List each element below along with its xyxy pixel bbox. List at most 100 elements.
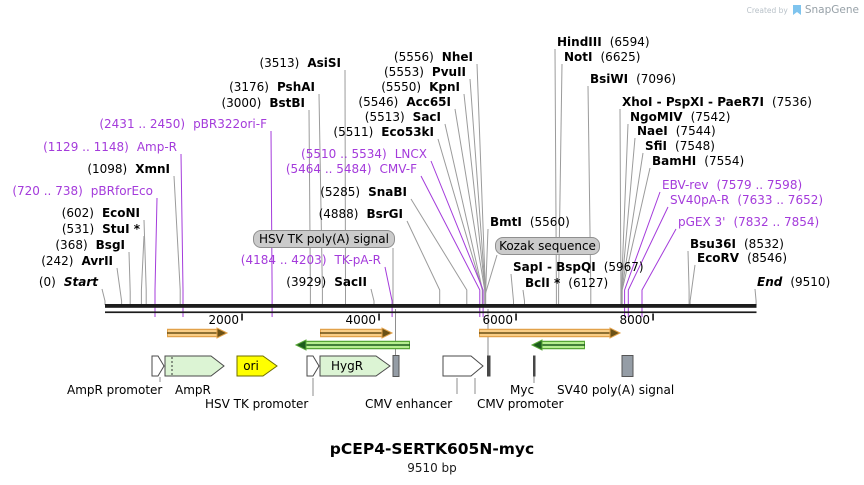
annotation-label-avrii: (242)AvrII (41, 253, 113, 269)
annotation-position: (7542) (690, 110, 731, 124)
annotation-name: HindIII (557, 35, 602, 49)
plasmid-name: pCEP4-SERTK605N-myc (329, 440, 535, 458)
leader-line-kozak-sequence (484, 254, 498, 305)
primer-label-sv40pa-r: SV40pA-R(7633 .. 7652) (670, 192, 823, 208)
annotation-position: (3929) (286, 275, 327, 289)
leader-line-hindiii (554, 48, 557, 305)
annotation-position: (3513) (259, 56, 300, 70)
leader-line-xmni (173, 175, 181, 305)
annotation-label-eco53ki: (5511)Eco53kI (333, 124, 434, 140)
map-tick-label-8000: 8000 (619, 313, 651, 327)
primer-label-amp-r: (1129 .. 1148) Amp-R (43, 139, 177, 155)
annotation-position: (531) (61, 222, 95, 236)
annotation-name: EcoNI (101, 206, 140, 220)
leader-line-bsgi (128, 251, 131, 305)
leader-line-sacii (370, 288, 375, 305)
leader-line-lncx (430, 160, 484, 317)
leader-line-ecorv (689, 264, 696, 305)
ori-arrow (236, 355, 278, 377)
primer-label-cmv-f: (5464 .. 5484) CMV-F (286, 161, 417, 177)
annotation-position: (9510) (790, 275, 831, 289)
leader-line-start (101, 288, 106, 305)
annotation-position: (0) (38, 275, 56, 289)
leader-line-sapi-bspqi (510, 273, 514, 305)
annotation-label-saci: (5513)SacI (365, 109, 441, 125)
orf-forward-2-head (381, 327, 394, 339)
annotation-position: (5510 .. 5534) (301, 147, 387, 161)
annotation-label-ngomiv: NgoMIV (7542) (630, 109, 730, 125)
annotation-name: BsiWI (590, 72, 629, 86)
leader-line-noti (558, 63, 563, 305)
annotation-label-bstbi: (3000)BstBI (221, 95, 305, 111)
annotation-name: NgoMIV (630, 110, 683, 124)
annotation-position: (7096) (636, 72, 677, 86)
annotation-label-start: (0)Start (39, 274, 98, 290)
annotation-label-bcli: BclI *(6127) (525, 275, 608, 291)
annotation-name: CMV-F (379, 162, 417, 176)
leader-line-amp-r (180, 153, 184, 317)
tag-hsv-tk-poly-a-signal: HSV TK poly(A) signal (253, 230, 395, 248)
annotation-name: SapI - BspQI (513, 260, 596, 274)
map-tick-label-2000: 2000 (208, 313, 240, 327)
annotation-label-stui: (531)StuI * (62, 221, 140, 237)
annotation-position: (6625) (600, 50, 641, 64)
tag-kozak-sequence: Kozak sequence (495, 237, 600, 255)
annotation-position: (5511) (333, 125, 374, 139)
annotation-position: (5556) (393, 50, 434, 64)
leader-line-bamhi (621, 167, 651, 305)
annotation-label-bsrgi: (4888)BsrGI (319, 206, 403, 222)
leader-line-bmti (485, 228, 489, 305)
primer-label-tk-pa-r: (4184 .. 4203)TK-pA-R (241, 252, 381, 268)
feature-label-hsv-tk-promoter: HSV TK promoter (205, 397, 309, 411)
feature-label-cmv-promoter: CMV promoter (477, 397, 564, 411)
annotation-position: (5553) (384, 65, 424, 79)
leader-line-sv40pa-r (627, 206, 669, 317)
annotation-name: NheI (441, 50, 473, 64)
annotation-name: Amp-R (136, 140, 177, 154)
annotation-name: pGEX 3' (678, 215, 726, 229)
annotation-name: BamHI (652, 154, 697, 168)
map-tick-label-4000: 4000 (345, 313, 377, 327)
annotation-label-end: End(9510) (757, 274, 830, 290)
annotation-name: AsiSI (307, 56, 341, 70)
annotation-name: EcoRV (697, 251, 740, 265)
annotation-position: (3000) (221, 96, 262, 110)
annotation-position: (5464 .. 5484) (285, 162, 372, 176)
annotation-label-bmti: BmtI(5560) (490, 214, 570, 230)
snapgene-logo-icon (792, 5, 801, 15)
title-block: pCEP4-SERTK605N-myc 9510 bp (0, 440, 864, 475)
sv40-polya-box (621, 355, 634, 377)
ampr-promoter-arrow (151, 355, 165, 377)
annotation-name: SnaBI (368, 185, 407, 199)
annotation-position: (1129 .. 1148) (43, 140, 129, 154)
orf-reverse-1-head (294, 339, 307, 351)
annotation-position: (8532) (744, 237, 784, 251)
annotation-name: BclI * (525, 276, 561, 290)
leader-line-tk-pa-r (384, 266, 393, 317)
annotation-position: (7579 .. 7598) (716, 178, 803, 192)
annotation-position: (5546) (358, 95, 399, 109)
annotation-position: (7554) (704, 154, 745, 168)
annotation-name: PvuII (431, 65, 466, 79)
annotation-label-snabi: (5285)SnaBI (320, 184, 407, 200)
annotation-name: BmtI (490, 215, 522, 229)
leader-line-stui (140, 235, 145, 305)
annotation-name: SfiI (645, 139, 668, 153)
annotation-name: BsgI (95, 238, 125, 252)
credit-created-by-text: Created by (746, 5, 788, 15)
annotation-name: TK-pA-R (334, 253, 382, 267)
annotation-position: (7548) (675, 139, 715, 153)
annotation-position: (7544) (675, 124, 716, 138)
myc-bar (533, 355, 536, 377)
annotation-name: NaeI (637, 124, 668, 138)
annotation-position: (242) (41, 254, 74, 268)
map-tick-label-6000: 6000 (482, 313, 514, 327)
plasmid-length: 9510 bp (407, 461, 457, 475)
feature-label-cmv-enhancer: CMV enhancer (365, 397, 453, 411)
leader-line-bsrgi (406, 220, 441, 305)
leader-line-pbr322ori-f (270, 130, 273, 317)
annotation-position: (602) (61, 206, 94, 220)
annotation-name: SacI (412, 110, 441, 124)
annotation-name: pBR322ori-F (193, 117, 267, 131)
